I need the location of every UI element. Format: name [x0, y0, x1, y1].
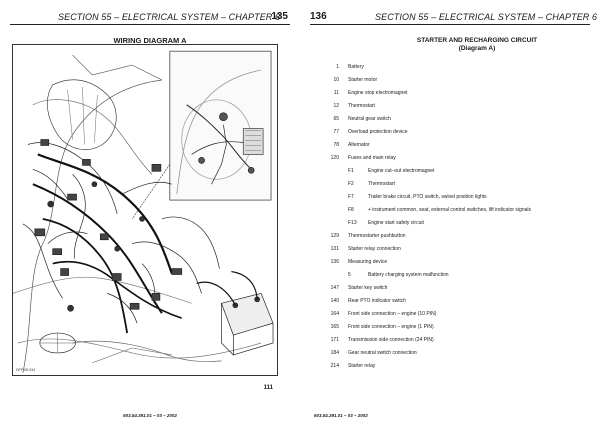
circuit-title-line2: (Diagram A) — [458, 45, 496, 52]
legend-item: F1 Engine cut–out electromagnet — [318, 168, 593, 181]
right-header-rule — [310, 24, 590, 25]
diagram-page-number: 111 — [263, 385, 273, 391]
legend-item-number: 136 — [330, 259, 339, 265]
legend-item: 171 Transmission side connection (24 PIN) — [318, 337, 593, 350]
legend-item: 120 Fuses and main relay — [318, 155, 593, 168]
legend-item: 12 Thermostart — [318, 103, 593, 116]
legend-item-description: Engine start safety circuit — [368, 220, 424, 226]
left-header-rule — [10, 24, 290, 25]
legend-item-number: 131 — [330, 246, 339, 252]
legend-item-number: F13 — [348, 220, 357, 226]
legend-item: F2 Thermostart — [318, 181, 593, 194]
legend-item-description: Engine cut–out electromagnet — [368, 168, 435, 174]
legend-item-description: Transmission side connection (24 PIN) — [348, 337, 434, 343]
legend-item: 1 Battery — [318, 64, 593, 77]
legend-item: 11 Engine stop electromagnet — [318, 90, 593, 103]
legend-item-number: 12 — [333, 103, 339, 109]
legend-item-number: 120 — [330, 155, 339, 161]
left-header-title: SECTION 55 – ELECTRICAL SYSTEM – CHAPTER… — [58, 12, 281, 22]
right-page-footer: 603.54.391.01 – 03 – 2002 — [314, 413, 368, 418]
right-page-header: 136 SECTION 55 – ELECTRICAL SYSTEM – CHA… — [300, 10, 600, 25]
legend-item-number: 164 — [330, 311, 339, 317]
legend-item-number: F1 — [348, 168, 354, 174]
legend-item-number: F7 — [348, 194, 354, 200]
legend-item: 136 Measuring device — [318, 259, 593, 272]
legend-item: 5 Battery charging system malfunction — [318, 272, 593, 285]
legend-item-description: Thermostart — [348, 103, 375, 109]
left-page: SECTION 55 – ELECTRICAL SYSTEM – CHAPTER… — [0, 10, 300, 418]
legend-item: 147 Starter key switch — [318, 285, 593, 298]
diagram-reference-code: DPF·08·034 — [16, 368, 36, 372]
legend-item-description: Starter relay — [348, 363, 376, 369]
legend-item: 78 Alternator — [318, 142, 593, 155]
legend-item-description: Rear PTO indicator switch — [348, 298, 406, 304]
wiring-diagram-figure — [12, 44, 278, 376]
legend-item: 165 Front side connection – engine (1 PIN… — [318, 324, 593, 337]
legend-item-number: 147 — [330, 285, 339, 291]
legend-item-number: 65 — [333, 116, 339, 122]
legend-item-number: 5 — [348, 272, 351, 278]
legend-item: F8 + instrument common, seat, external co… — [318, 207, 593, 220]
legend-item-description: Overload protection device — [348, 129, 408, 135]
legend-item-number: 140 — [330, 298, 339, 304]
legend-item-description: Starter motor — [348, 77, 378, 83]
legend-item: 65 Neutral gear switch — [318, 116, 593, 129]
legend-item: 184 Gear neutral switch connection — [318, 350, 593, 363]
legend-item: 214 Starter relay — [318, 363, 593, 376]
legend-item-number: 1 — [336, 64, 339, 70]
legend-item: 10 Starter motor — [318, 77, 593, 90]
legend-item-number: 171 — [330, 337, 339, 343]
legend-item-description: Thermostart — [368, 181, 395, 187]
legend-item-description: Battery charging system malfunction — [368, 272, 449, 278]
legend-item-number: 165 — [330, 324, 339, 330]
left-page-number: 135 — [271, 11, 288, 22]
component-legend: 1 Battery 10 Starter motor 11 Engine stop ele… — [318, 64, 593, 376]
legend-item-description: Fuses and main relay — [348, 155, 396, 161]
legend-item-number: 129 — [330, 233, 339, 239]
legend-item-description: Trailer brake circuit, PTO switch, swive… — [368, 194, 487, 200]
legend-item-description: + instrument common, seat, external cont… — [368, 207, 531, 213]
legend-item-number: 77 — [333, 129, 339, 135]
legend-item-number: F2 — [348, 181, 354, 187]
legend-item-description: Engine stop electromagnet — [348, 90, 408, 96]
legend-item: F13 Engine start safety circuit — [318, 220, 593, 233]
legend-item-description: Starter key switch — [348, 285, 388, 291]
legend-item-description: Starter relay connection — [348, 246, 401, 252]
legend-item-description: Front side connection – engine (10 PIN) — [348, 311, 437, 317]
right-page-number: 136 — [310, 11, 327, 22]
legend-item-number: 214 — [330, 363, 339, 369]
legend-item: F7 Trailer brake circuit, PTO switch, swi… — [318, 194, 593, 207]
legend-item: 164 Front side connection – engine (10 PI… — [318, 311, 593, 324]
legend-item-number: 11 — [333, 90, 339, 96]
circuit-title: STARTER AND RECHARGING CIRCUIT (Diagram … — [382, 37, 572, 53]
wiring-diagram-drawing — [13, 50, 274, 373]
legend-item-description: Thermostarter pushbutton — [348, 233, 406, 239]
legend-item: 129 Thermostarter pushbutton — [318, 233, 593, 246]
legend-item-number: 10 — [333, 77, 339, 83]
legend-item-number: 78 — [333, 142, 339, 148]
legend-item: 77 Overload protection device — [318, 129, 593, 142]
legend-item-description: Gear neutral switch connection — [348, 350, 417, 356]
legend-item: 140 Rear PTO indicator switch — [318, 298, 593, 311]
legend-item-description: Neutral gear switch — [348, 116, 391, 122]
legend-item-description: Measuring device — [348, 259, 388, 265]
right-page: 136 SECTION 55 – ELECTRICAL SYSTEM – CHA… — [300, 0, 600, 425]
right-header-title: SECTION 55 – ELECTRICAL SYSTEM – CHAPTER… — [375, 12, 598, 22]
legend-item-number: 184 — [330, 350, 339, 356]
legend-item-description: Battery — [348, 64, 364, 70]
left-page-header: SECTION 55 – ELECTRICAL SYSTEM – CHAPTER… — [0, 10, 300, 25]
wiring-diagram-title: WIRING DIAGRAM A — [113, 36, 187, 45]
legend-item-description: Alternator — [348, 142, 370, 148]
left-page-footer: 603.54.391.01 – 03 – 2002 — [123, 413, 177, 418]
legend-item-description: Front side connection – engine (1 PIN) — [348, 324, 434, 330]
legend-item: 131 Starter relay connection — [318, 246, 593, 259]
circuit-title-line1: STARTER AND RECHARGING CIRCUIT — [416, 37, 538, 44]
legend-item-number: F8 — [348, 207, 354, 213]
